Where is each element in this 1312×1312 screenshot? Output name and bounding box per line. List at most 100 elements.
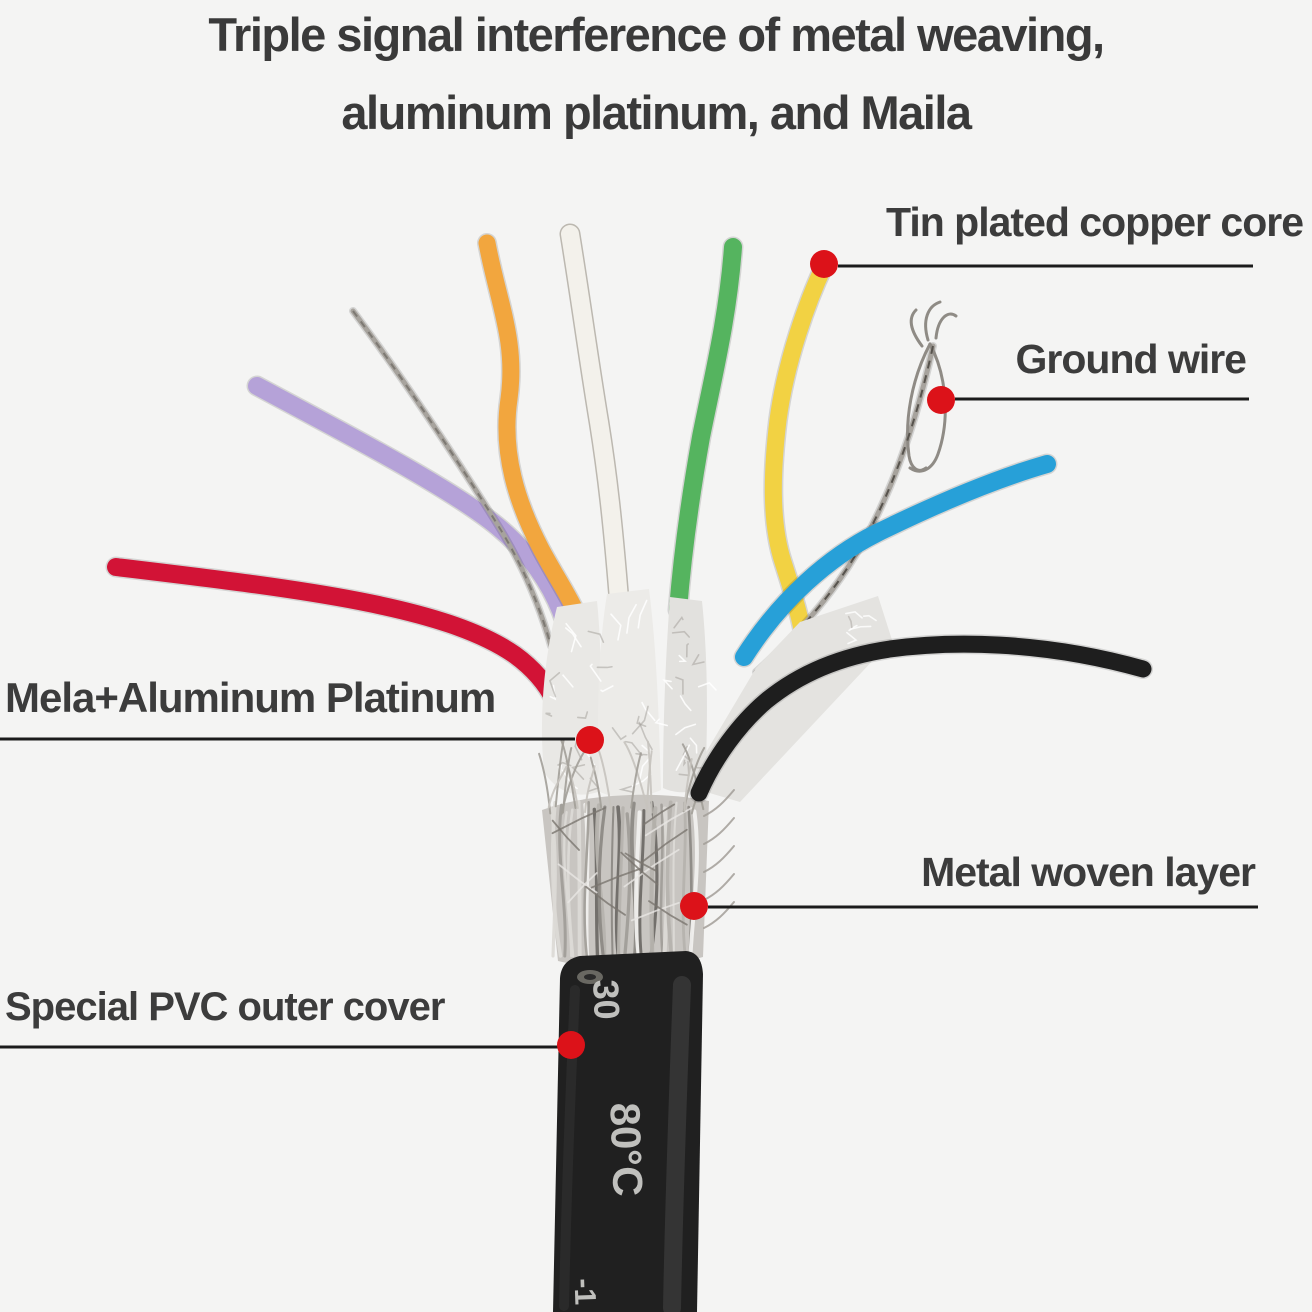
- braid-strand-texture: [538, 739, 735, 959]
- jacket-print-bottom: -1: [568, 1278, 602, 1306]
- texture-stroke: [641, 701, 656, 722]
- texture-stroke: [558, 803, 567, 958]
- texture-stroke: [691, 653, 705, 666]
- texture-stroke: [675, 676, 684, 695]
- texture-stroke: [630, 752, 642, 809]
- texture-stroke: [675, 744, 691, 771]
- marker-dot-pvc: [557, 1031, 585, 1059]
- texture-stroke: [679, 695, 692, 712]
- texture-stroke: [600, 685, 614, 693]
- texture-stroke: [567, 872, 598, 904]
- texture-stroke: [577, 711, 589, 719]
- texture-stroke: [845, 611, 863, 619]
- metal-braid-layer: [538, 739, 735, 968]
- marker-dot-ground: [927, 386, 955, 414]
- orange-wire: [478, 234, 590, 633]
- jacket-reflection-mark-core: [584, 974, 596, 980]
- texture-stroke: [682, 759, 686, 767]
- texture-stroke: [624, 740, 643, 757]
- texture-stroke: [689, 737, 698, 754]
- texture-stroke: [566, 808, 575, 958]
- texture-stroke: [589, 756, 603, 810]
- texture-stroke: [551, 806, 606, 835]
- texture-stroke: [547, 765, 568, 809]
- texture-stroke: [583, 802, 590, 958]
- texture-stroke: [703, 845, 735, 873]
- texture-stroke: [640, 828, 688, 864]
- texture-stroke: [675, 723, 697, 736]
- white-wire: [561, 225, 629, 621]
- texture-stroke: [846, 631, 858, 645]
- texture-stroke: [626, 603, 637, 634]
- texture-stroke: [616, 806, 625, 958]
- black-wire: [690, 635, 1152, 802]
- marker-dot-woven: [680, 892, 708, 920]
- texture-stroke: [644, 806, 693, 837]
- texture-stroke: [560, 739, 577, 810]
- jacket-highlight-right: [663, 976, 691, 1312]
- texture-stroke: [623, 812, 632, 958]
- texture-stroke: [649, 806, 658, 959]
- texture-stroke: [545, 712, 553, 717]
- jacket-print-middle: 80°C: [601, 1102, 651, 1197]
- texture-stroke: [636, 715, 647, 727]
- marker-dots: [557, 250, 955, 1059]
- texture-stroke: [645, 750, 653, 813]
- texture-stroke: [550, 800, 563, 958]
- inner-wires: [105, 223, 1058, 773]
- texture-stroke: [654, 718, 668, 727]
- texture-stroke: [673, 615, 684, 629]
- texture-stroke: [610, 806, 615, 958]
- texture-stroke: [565, 622, 577, 653]
- texture-stroke: [583, 800, 590, 958]
- texture-stroke: [557, 863, 598, 894]
- red-wire: [107, 558, 581, 771]
- texture-stroke: [618, 785, 634, 793]
- texture-stroke: [549, 684, 557, 701]
- foil-lobe-right-center: [663, 597, 707, 793]
- texture-stroke: [630, 901, 680, 922]
- texture-stroke: [862, 614, 877, 622]
- texture-stroke: [671, 630, 690, 638]
- texture-stroke: [620, 851, 659, 886]
- texture-stroke: [571, 764, 586, 780]
- texture-stroke: [596, 747, 613, 814]
- texture-stroke: [634, 810, 642, 958]
- pvc-jacket: 30 80°C -1: [553, 951, 703, 1312]
- texture-stroke: [624, 852, 657, 872]
- texture-stroke: [587, 630, 605, 644]
- texture-stroke: [648, 900, 688, 926]
- texture-stroke: [849, 625, 872, 630]
- green-wire: [669, 238, 742, 619]
- texture-stroke: [638, 809, 646, 958]
- texture-stroke: [589, 663, 602, 682]
- texture-stroke: [847, 615, 853, 629]
- texture-stroke: [697, 681, 717, 691]
- texture-stroke: [585, 885, 626, 916]
- foil-lobe-right: [686, 596, 892, 802]
- texture-stroke: [623, 741, 649, 810]
- texture-stroke: [685, 643, 689, 658]
- texture-stroke: [590, 868, 641, 889]
- texture-stroke: [565, 627, 582, 648]
- aluminum-foil-layer: [541, 589, 892, 802]
- texture-stroke: [561, 674, 574, 688]
- texture-stroke: [551, 819, 580, 851]
- texture-stroke: [703, 789, 735, 817]
- marker-dot-mela: [576, 726, 604, 754]
- texture-stroke: [681, 801, 687, 958]
- texture-stroke: [681, 743, 705, 811]
- texture-stroke: [703, 817, 735, 845]
- shield-strand-right-frayed-tip: [906, 300, 958, 473]
- texture-stroke: [597, 805, 607, 958]
- texture-stroke: [610, 613, 622, 641]
- shield-strand-left-twist: [352, 310, 552, 647]
- texture-stroke: [623, 848, 680, 888]
- jacket-print-top: 30: [585, 979, 627, 1020]
- texture-stroke: [611, 727, 627, 741]
- purple-wire: [248, 377, 574, 631]
- texture-stroke: [678, 654, 687, 663]
- texture-stroke: [642, 803, 676, 826]
